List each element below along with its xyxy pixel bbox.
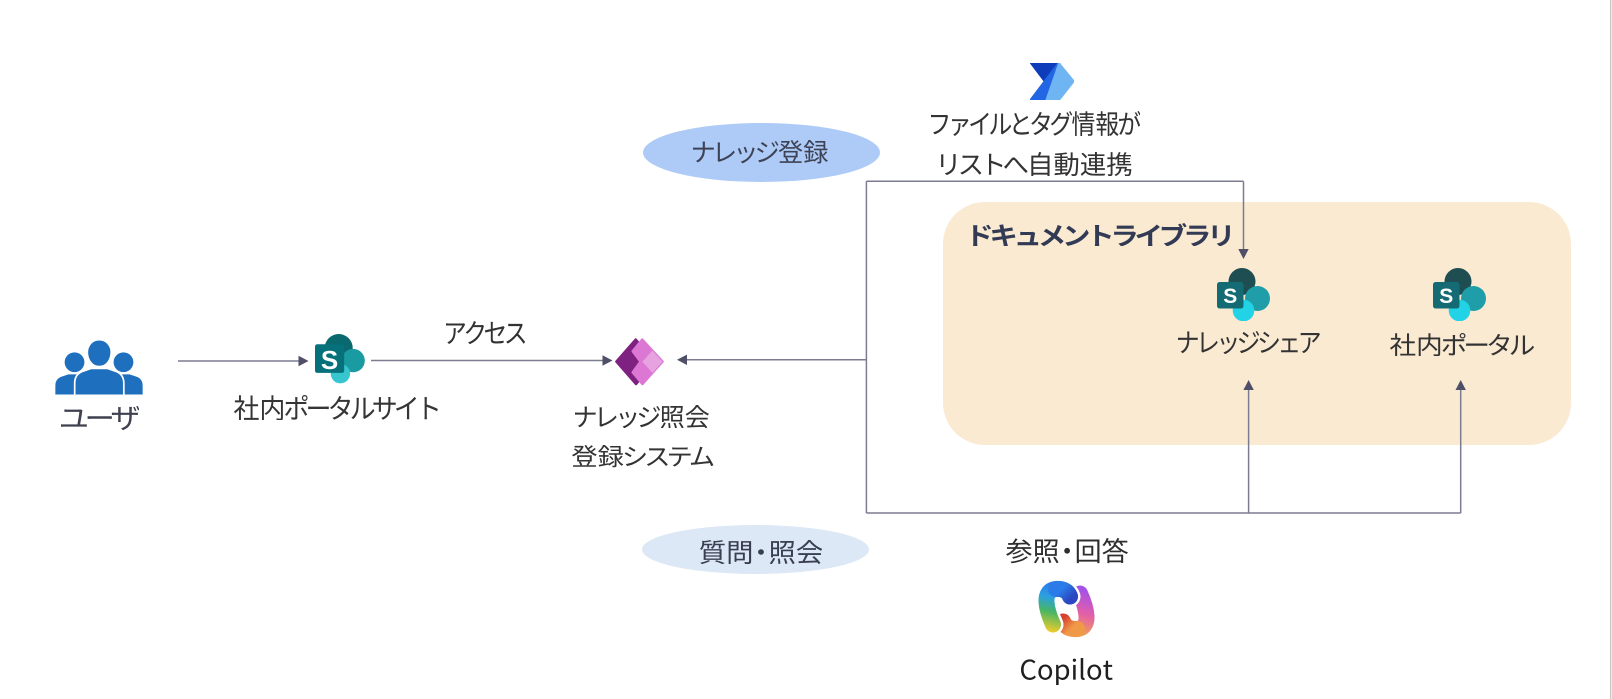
svg-text:S: S bbox=[1439, 285, 1453, 308]
svg-text:S: S bbox=[1223, 285, 1237, 308]
svg-text:S: S bbox=[321, 345, 338, 375]
